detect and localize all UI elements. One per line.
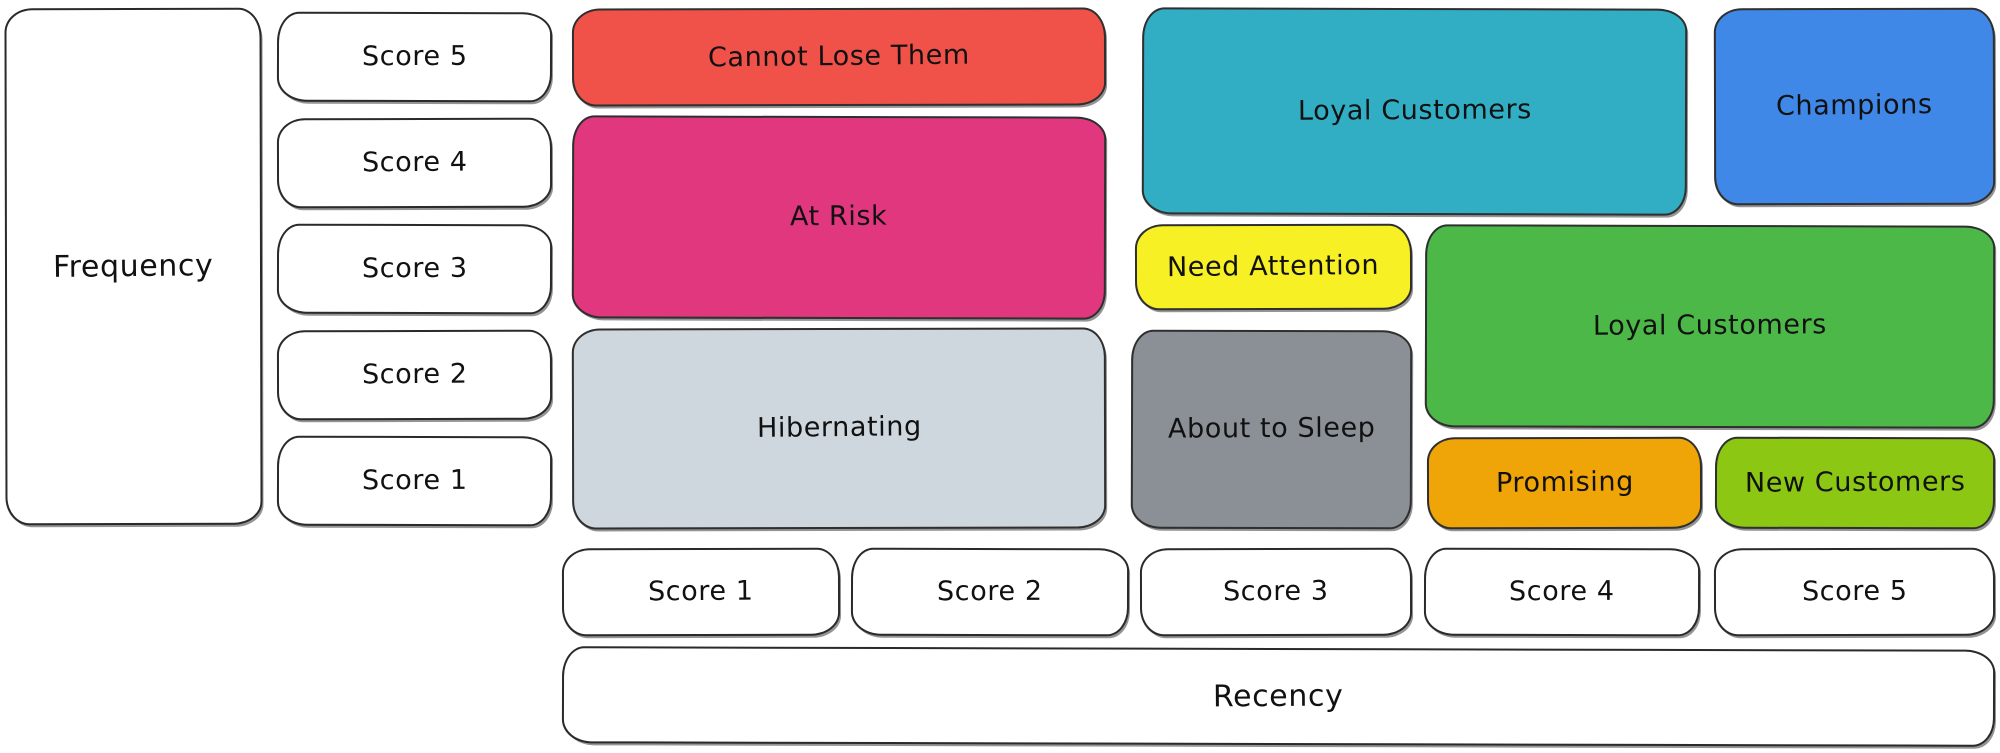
segment-champions[interactable]: Champions <box>1713 7 1996 206</box>
recency-axis-label: Recency <box>1213 678 1344 715</box>
segment-cannot-lose-them[interactable]: Cannot Lose Them <box>571 7 1107 107</box>
segment-about-to-sleep-label: About to Sleep <box>1167 412 1376 445</box>
recency-score-3-box: Score 3 <box>1139 547 1413 637</box>
segment-loyal-customers-teal[interactable]: Loyal Customers <box>1141 7 1688 216</box>
frequency-score-5-label: Score 5 <box>361 40 468 73</box>
frequency-score-4-box: Score 4 <box>276 117 553 209</box>
segment-promising[interactable]: Promising <box>1426 436 1703 530</box>
recency-score-4-label: Score 4 <box>1509 575 1615 608</box>
segment-new-customers[interactable]: New Customers <box>1714 436 1996 530</box>
recency-score-1-label: Score 1 <box>648 575 754 608</box>
recency-score-1-box: Score 1 <box>561 547 841 637</box>
segment-promising-label: Promising <box>1495 466 1634 499</box>
segment-need-attention[interactable]: Need Attention <box>1134 223 1413 311</box>
recency-score-5-label: Score 5 <box>1801 575 1908 608</box>
frequency-axis-label-box: Frequency <box>4 7 263 526</box>
segment-loyal-customers-green[interactable]: Loyal Customers <box>1424 224 1996 429</box>
frequency-axis-label: Frequency <box>53 247 214 285</box>
frequency-score-4-label: Score 4 <box>361 146 468 179</box>
frequency-score-1-box: Score 1 <box>276 435 553 527</box>
frequency-score-1-label: Score 1 <box>361 464 468 497</box>
frequency-score-2-label: Score 2 <box>361 358 468 391</box>
segment-at-risk-label: At Risk <box>790 201 888 233</box>
segment-cannot-lose-them-label: Cannot Lose Them <box>707 39 971 74</box>
segment-about-to-sleep[interactable]: About to Sleep <box>1130 329 1413 530</box>
segment-champions-label: Champions <box>1776 89 1933 123</box>
segment-loyal-customers-green-label: Loyal Customers <box>1592 309 1828 343</box>
segment-hibernating[interactable]: Hibernating <box>571 327 1107 530</box>
segment-need-attention-label: Need Attention <box>1167 249 1380 283</box>
segment-loyal-customers-teal-label: Loyal Customers <box>1297 94 1532 128</box>
recency-axis-label-box: Recency <box>561 646 1996 747</box>
segment-hibernating-label: Hibernating <box>756 411 922 445</box>
recency-score-3-label: Score 3 <box>1223 575 1329 608</box>
frequency-score-3-label: Score 3 <box>361 252 468 285</box>
recency-score-2-box: Score 2 <box>850 547 1130 637</box>
recency-score-4-box: Score 4 <box>1423 547 1701 637</box>
recency-score-5-box: Score 5 <box>1713 547 1996 637</box>
segment-new-customers-label: New Customers <box>1744 466 1966 499</box>
frequency-score-3-box: Score 3 <box>276 223 553 315</box>
frequency-score-5-box: Score 5 <box>276 11 553 103</box>
frequency-score-2-box: Score 2 <box>276 329 553 421</box>
segment-at-risk[interactable]: At Risk <box>571 115 1107 320</box>
recency-score-2-label: Score 2 <box>937 575 1043 608</box>
